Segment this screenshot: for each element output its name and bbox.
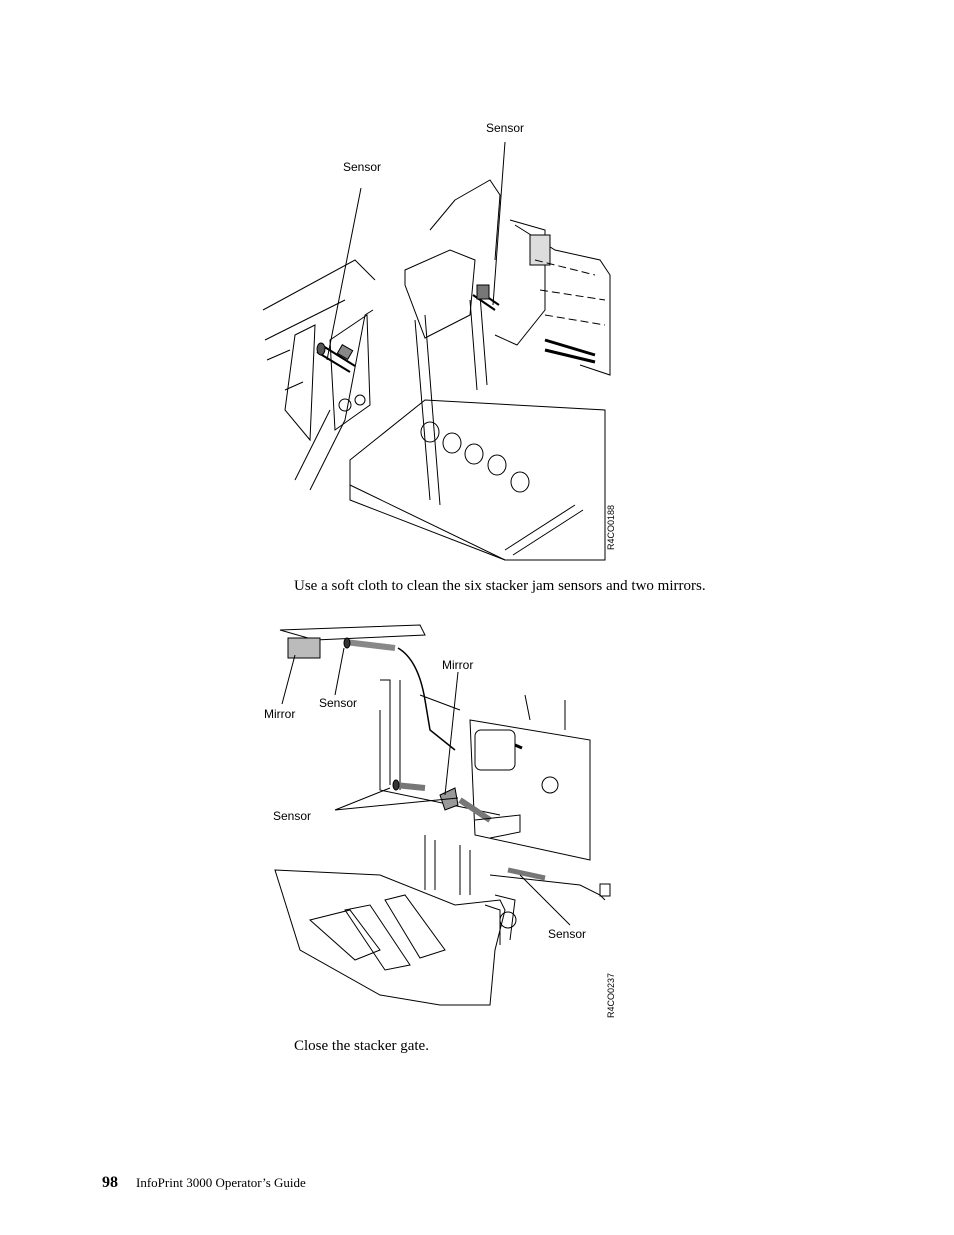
leader-sensor-top: [334, 647, 345, 696]
leader-mirror-left: [281, 654, 296, 705]
sensor-middle-right: [458, 797, 492, 823]
leader-sensor-left: [326, 187, 362, 361]
label-mirror-left: Mirror: [264, 707, 295, 721]
sensor-left: [316, 345, 356, 373]
label-sensor-lower: Sensor: [548, 927, 586, 941]
sensor-lower: [507, 867, 546, 881]
page-number: 98: [102, 1174, 118, 1191]
instruction-close-gate: Close the stacker gate.: [294, 1038, 429, 1054]
sensor-middle-left: [394, 782, 426, 791]
instruction-clean-sensors: Use a soft cloth to clean the six stacke…: [294, 578, 706, 594]
leader-mirror-middle: [444, 671, 459, 796]
figure-stacker-sensors-mirrors: Mirror Sensor Mirror Sensor Sensor R4CO0…: [260, 620, 630, 1020]
guide-title: InfoPrint 3000 Operator’s Guide: [136, 1175, 306, 1190]
sensor-top: [344, 639, 396, 651]
leader-sensor-lower: [519, 874, 571, 926]
page-footer: 98 InfoPrint 3000 Operator’s Guide: [102, 1174, 306, 1192]
leader-sensor-middle: [334, 787, 459, 811]
label-sensor-left: Sensor: [343, 160, 381, 174]
label-sensor-top: Sensor: [486, 121, 524, 135]
label-mirror-middle: Mirror: [442, 658, 473, 672]
figure-code: R4CO0237: [606, 973, 616, 1018]
leader-sensor-top: [492, 141, 506, 306]
figure-code: R4CO0188: [606, 505, 616, 550]
label-sensor-middle: Sensor: [273, 809, 311, 823]
figure-stacker-sensors-top: Sensor Sensor R4CO0188: [255, 110, 625, 570]
label-sensor-top: Sensor: [319, 696, 357, 710]
